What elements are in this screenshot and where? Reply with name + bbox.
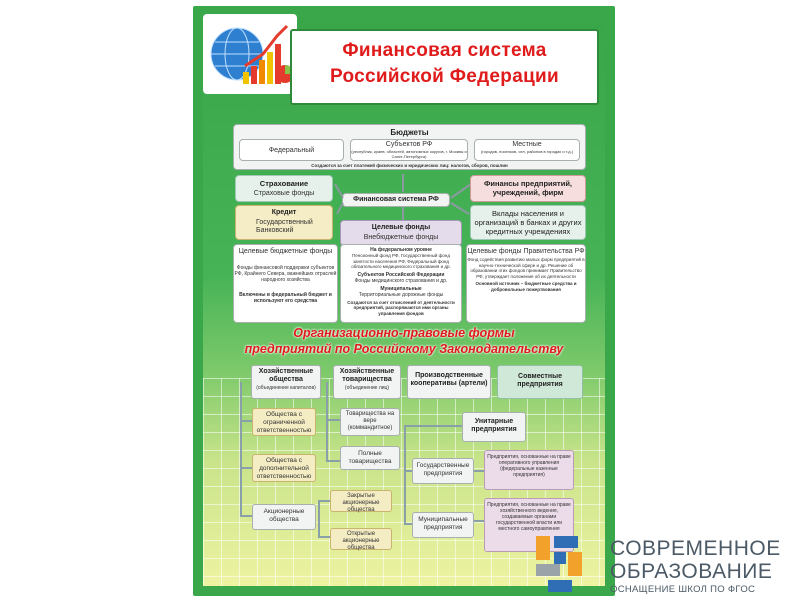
globe-chart-illustration <box>203 14 297 94</box>
connector-line <box>474 470 486 472</box>
connector-line <box>318 500 320 538</box>
budget-subjects: Субъектов РФ (республик, краев, областей… <box>350 139 468 161</box>
budgets-header: Бюджеты <box>390 128 429 137</box>
connector-line <box>404 425 464 427</box>
finances-card: Финансы предприятий, учреждений, фирм <box>470 175 586 202</box>
globe-icon <box>210 24 294 84</box>
org-unitary: Унитарные предприятия <box>462 412 526 442</box>
poster-title-box: Финансовая система Российской Федерации <box>290 29 599 105</box>
connector-line <box>326 460 340 462</box>
org-open-jsc: Открытые акционерные общества <box>330 528 392 551</box>
poster-title-line1: Финансовая система <box>342 40 547 61</box>
org-cooperatives: Производственные кооперативы (артели) <box>407 365 491 399</box>
budgets-card: Бюджеты Федеральный Субъектов РФ (респуб… <box>233 124 586 170</box>
financial-system-center: Финансовая система РФ <box>342 193 450 207</box>
brand-line3: ОСНАЩЕНИЕ ШКОЛ ПО ФГОС <box>610 584 756 595</box>
connector-line <box>240 515 252 517</box>
connector-line <box>326 419 340 421</box>
org-full-partnerships: Полные товарищества <box>340 446 400 470</box>
brand-line2: ОБРАЗОВАНИЕ <box>610 560 773 583</box>
insurance-card: Страхование Страховые фонды <box>235 175 333 202</box>
org-state-enterprises: Государственные предприятия <box>412 458 474 484</box>
budget-local: Местные (городов, поселков, сел, районов… <box>474 139 580 161</box>
org-business-societies: Хозяйственные общества (объединение капи… <box>251 365 321 399</box>
target-funds-card: Целевые фонды Внебюджетные фонды <box>340 220 462 246</box>
credit-card: Кредит Государственный Банковский <box>235 205 333 240</box>
org-business-partnerships: Хозяйственные товарищества (объединение … <box>333 365 401 399</box>
budget-federal: Федеральный <box>239 139 344 161</box>
connector-line <box>326 382 328 462</box>
connector-line <box>404 523 414 525</box>
org-commandite: Товарищества на вере (коммандитное) <box>340 408 400 436</box>
org-title-line1: Организационно-правовые формы <box>293 326 515 340</box>
org-joint-ventures: Совместные предприятия <box>497 365 583 399</box>
connector-line <box>240 420 252 422</box>
connector-line <box>240 467 252 469</box>
gov-funds-card: Целевые фонды Правительства РФ Фонд соде… <box>466 244 586 323</box>
connector-line <box>318 536 340 538</box>
org-title-line2: предприятий по Российскому Законодательс… <box>244 342 564 356</box>
deposits-card: Вклады населения и организаций в банках … <box>470 205 586 240</box>
connector-line <box>474 520 486 522</box>
connector-line <box>318 500 340 502</box>
org-municipal-enterprises: Муниципальные предприятия <box>412 512 474 538</box>
connector-line <box>240 382 242 516</box>
brand-logo-icon <box>536 536 582 592</box>
poster-title-line2: Российской Федерации <box>329 66 560 87</box>
connector-arrows <box>334 174 472 222</box>
connector-line <box>404 425 406 525</box>
budgets-footnote: Создаются за счет платежей физических и … <box>311 163 508 168</box>
org-jsc: Акционерные общества <box>252 504 316 530</box>
mid-funds-card: На федеральном уровне Пенсионный фонд РФ… <box>340 244 462 323</box>
org-alc: Общества с дополнительной ответственност… <box>252 454 316 482</box>
connector-line <box>404 470 414 472</box>
org-closed-jsc: Закрытые акционерные общества <box>330 490 392 513</box>
org-llc: Общества с ограниченной ответственностью <box>252 408 316 436</box>
org-operational-management: Предприятия, основанные на праве операти… <box>484 450 574 490</box>
left-funds-card: Целевые бюджетные фонды Фонды финансовой… <box>233 244 338 323</box>
brand-line1: СОВРЕМЕННОЕ <box>610 537 781 560</box>
